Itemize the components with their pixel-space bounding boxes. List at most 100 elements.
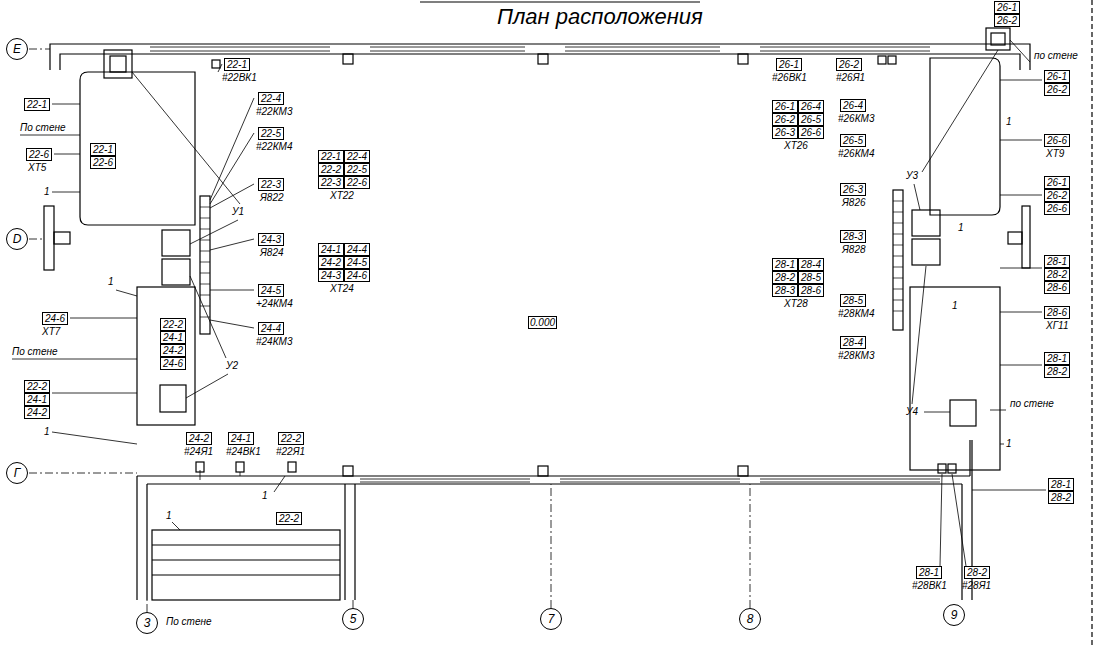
tag-box: 22-5 <box>258 127 284 140</box>
callout-text: 1 <box>262 490 268 501</box>
tag-box: 26-5 <box>840 134 866 147</box>
axis-mark: 8 <box>747 613 754 625</box>
tag-box: 22-1 <box>318 150 344 163</box>
tag-box: 28-1 <box>1044 255 1070 268</box>
tag-box: 22-3 <box>318 176 344 189</box>
callout-text: ХГ11 <box>1046 320 1069 331</box>
tag-box: 26-1 <box>776 58 802 71</box>
tag-box: 26-6 <box>1044 202 1070 215</box>
tag-box: 24-4 <box>344 243 370 256</box>
tag-box: 28-4 <box>798 258 824 271</box>
callout-text: #22КМ4 <box>256 141 292 152</box>
tag-box: 26-6 <box>1044 134 1070 147</box>
axis-mark: 9 <box>951 609 958 621</box>
tag-box: 22-2 <box>276 512 302 525</box>
callout-text: #24КМ3 <box>256 336 292 347</box>
axis-circle: D <box>6 228 28 250</box>
tag-box: 28-3 <box>840 230 866 243</box>
tag-box: 28-2 <box>964 566 990 579</box>
callout-text: #28КМ4 <box>838 308 874 319</box>
tag-box: 22-2 <box>278 432 304 445</box>
tag-box: 26-4 <box>840 99 866 112</box>
tag-box: 0.000 <box>528 316 557 329</box>
tag-box: 24-1 <box>318 243 344 256</box>
callout-text: ХТ5 <box>28 162 46 173</box>
tag-box: 22-3 <box>258 178 284 191</box>
tag-box: 26-6 <box>798 126 824 139</box>
callout-text: #28КМ3 <box>838 350 874 361</box>
callout-text: ХТ22 <box>330 190 354 201</box>
callout-text: У2 <box>226 360 238 371</box>
callout-text: #22ВК1 <box>222 72 257 83</box>
tag-box: 26-3 <box>840 183 866 196</box>
tag-box: 26-5 <box>798 113 824 126</box>
tag-box: 26-1 <box>994 1 1020 14</box>
tag-box: 28-2 <box>772 271 798 284</box>
tag-box: 28-2 <box>1048 491 1074 504</box>
callout-text: У3 <box>906 170 918 181</box>
tag-box: 24-1 <box>228 432 254 445</box>
tag-box: 24-2 <box>186 432 212 445</box>
tag-box: 24-6 <box>160 357 186 370</box>
callout-text: #28ВК1 <box>912 580 947 591</box>
callout-text: #26КМ3 <box>838 113 874 124</box>
tag-box: 28-5 <box>840 294 866 307</box>
callout-text: по стене <box>1010 398 1054 409</box>
callout-text: По стене <box>20 122 66 133</box>
axis-mark: Е <box>13 43 21 55</box>
tag-box: 22-4 <box>258 92 284 105</box>
callout-text: ХТ7 <box>42 326 60 337</box>
tag-box: 28-6 <box>798 284 824 297</box>
tag-box: 26-1 <box>1044 70 1070 83</box>
callout-text: #28Я1 <box>962 580 991 591</box>
tag-box: 26-4 <box>798 100 824 113</box>
tag-box: 24-6 <box>344 269 370 282</box>
callout-text: 1 <box>44 186 50 197</box>
tag-box: 24-3 <box>258 233 284 246</box>
tag-box: 24-1 <box>160 331 186 344</box>
tag-box: 24-5 <box>344 256 370 269</box>
callout-text: Я822 <box>260 192 284 203</box>
callout-text: По стене <box>12 346 58 357</box>
tag-box: 28-6 <box>1044 306 1070 319</box>
callout-text: ХТ24 <box>330 283 354 294</box>
tag-box: 26-1 <box>1044 176 1070 189</box>
callout-text: #22КМ3 <box>256 106 292 117</box>
axis-mark: 5 <box>350 613 357 625</box>
callout-text: +24КМ4 <box>256 298 293 309</box>
callout-text: 1 <box>958 222 964 233</box>
tag-box: 26-2 <box>1044 189 1070 202</box>
tag-box: 28-2 <box>1044 268 1070 281</box>
tag-box: 22-1 <box>224 58 250 71</box>
drawing-title: План расположения <box>497 4 703 30</box>
callout-text: Я824 <box>260 247 284 258</box>
callout-text: 1 <box>952 300 958 311</box>
callout-text: по стене <box>1034 50 1078 61</box>
axis-circle: Г <box>6 462 28 484</box>
tag-box: 22-2 <box>318 163 344 176</box>
tag-box: 22-1 <box>24 98 50 111</box>
callout-text: #22Я1 <box>276 446 305 457</box>
tag-box: 28-2 <box>1044 365 1070 378</box>
callout-text: ХТ26 <box>784 140 808 151</box>
callout-text: У1 <box>232 206 244 217</box>
tag-box: 26-2 <box>836 58 862 71</box>
tag-box: 26-2 <box>994 14 1020 27</box>
tag-box: 22-4 <box>344 150 370 163</box>
tag-box: 28-1 <box>1048 478 1074 491</box>
callout-text: 1 <box>108 276 114 287</box>
tag-box: 28-1 <box>1044 352 1070 365</box>
tag-box: 22-2 <box>24 380 50 393</box>
tag-box: 24-2 <box>318 256 344 269</box>
tag-box: 24-4 <box>258 322 284 335</box>
callout-text: У4 <box>906 406 918 417</box>
axis-mark: Г <box>14 467 21 479</box>
tag-box: 24-1 <box>24 393 50 406</box>
tag-box: 28-1 <box>772 258 798 271</box>
callout-text: Я828 <box>842 244 866 255</box>
callout-text: ХТ28 <box>784 298 808 309</box>
tag-box: 28-6 <box>1044 281 1070 294</box>
axis-circle: 5 <box>342 608 364 630</box>
tag-box: 24-6 <box>42 312 68 325</box>
